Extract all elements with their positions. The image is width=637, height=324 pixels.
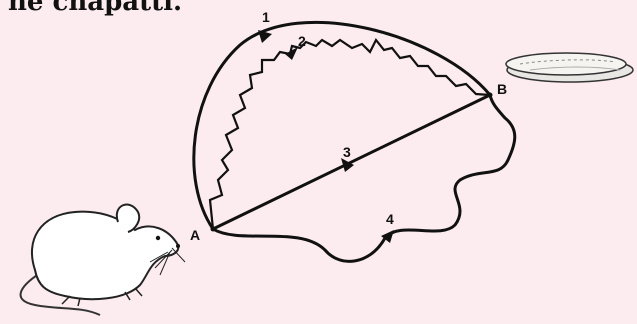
path-2-line — [210, 40, 490, 229]
path-4-line — [213, 95, 515, 261]
path-3-label: 3 — [343, 144, 351, 160]
point-b — [488, 93, 493, 98]
chapatti-icon — [506, 53, 633, 82]
point-a — [211, 227, 216, 232]
mouse-icon — [21, 205, 185, 315]
point-a-label: A — [190, 227, 200, 243]
path-4-label: 4 — [386, 211, 394, 227]
path-1-label: 1 — [262, 9, 270, 25]
path-3-line — [213, 95, 490, 229]
path-2-label: 2 — [298, 33, 306, 49]
point-b-label: B — [497, 81, 507, 97]
